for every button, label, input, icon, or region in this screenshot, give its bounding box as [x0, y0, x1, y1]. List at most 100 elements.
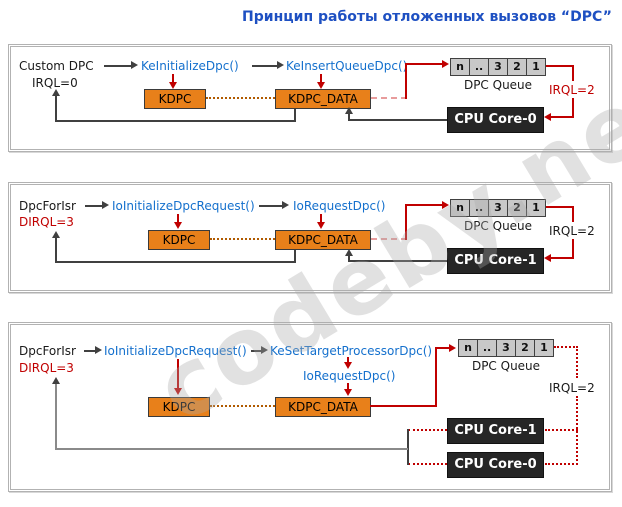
cpu-core-box: CPU Core-1 — [447, 248, 544, 274]
panel-dpcforisr-target — [8, 322, 612, 492]
flow-line — [177, 214, 179, 223]
flow-line — [294, 109, 296, 122]
arrow-down-icon — [169, 82, 177, 89]
flow-line — [405, 204, 442, 206]
dotted-flow-line — [554, 346, 578, 348]
queue-cell: 3 — [488, 58, 508, 76]
kdpc-data-box: KDPC_DATA — [275, 89, 371, 109]
dpc-queue: n .. 3 2 1 — [458, 339, 554, 357]
arrow-down-icon — [317, 82, 325, 89]
flow-line — [259, 205, 283, 207]
trigger-label: Custom DPC — [19, 59, 94, 73]
flow-line — [55, 448, 408, 450]
flow-line — [177, 359, 179, 389]
queue-cell: 2 — [507, 58, 527, 76]
flow-line — [348, 113, 350, 121]
api-call: IoInitializeDpcRequest() — [104, 344, 247, 358]
cpu-core-box: CPU Core-0 — [447, 107, 544, 133]
dashed-link-line — [371, 238, 407, 240]
cpu-core-box: CPU Core-1 — [447, 418, 544, 444]
cpu-core-box: CPU Core-0 — [447, 452, 544, 478]
queue-irql-label: IRQL=2 — [549, 381, 595, 395]
kdpc-data-box: KDPC_DATA — [275, 230, 371, 250]
kdpc-box: KDPC — [144, 89, 206, 109]
flow-line — [435, 347, 437, 407]
flow-line — [55, 120, 296, 122]
flow-line — [572, 206, 574, 222]
dotted-flow-line — [545, 429, 578, 431]
flow-line — [572, 65, 574, 81]
queue-cell: n — [458, 339, 478, 357]
api-call: IoInitializeDpcRequest() — [112, 199, 255, 213]
trigger-label: DpcForIsr — [19, 199, 76, 213]
arrow-right-icon — [442, 201, 449, 209]
irql-label: DIRQL=3 — [19, 361, 74, 375]
flow-line — [551, 257, 574, 259]
flow-line — [348, 255, 350, 262]
dpc-queue: n .. 3 2 1 — [450, 58, 546, 76]
flow-line — [320, 214, 322, 223]
flow-line — [347, 383, 349, 390]
queue-label: DPC Queue — [471, 359, 541, 373]
flow-line — [172, 74, 174, 83]
flow-line — [572, 98, 574, 118]
arrow-up-icon — [52, 231, 60, 238]
arrow-right-icon — [449, 344, 456, 352]
dotted-flow-line — [545, 463, 578, 465]
queue-label: DPC Queue — [463, 219, 533, 233]
flow-line — [294, 250, 296, 263]
arrow-down-icon — [317, 222, 325, 229]
queue-cell: .. — [477, 339, 497, 357]
flow-line — [405, 63, 442, 65]
flow-line — [85, 205, 103, 207]
queue-cell: 2 — [515, 339, 535, 357]
arrow-down-icon — [174, 222, 182, 229]
dotted-link-line — [210, 238, 275, 240]
dpc-queue: n .. 3 2 1 — [450, 199, 546, 217]
kdpc-box: KDPC — [148, 230, 210, 250]
dotted-link-line — [206, 97, 275, 99]
irql-label: DIRQL=3 — [19, 215, 74, 229]
panel-custom-dpc — [8, 44, 612, 152]
arrow-right-icon — [95, 346, 102, 354]
flow-line — [55, 261, 296, 263]
arrow-up-icon — [52, 377, 60, 384]
queue-cell: 1 — [526, 58, 546, 76]
queue-cell: n — [450, 58, 470, 76]
flow-line — [370, 405, 437, 407]
trigger-label: DpcForIsr — [19, 344, 76, 358]
dotted-flow-line — [408, 463, 447, 465]
dashed-link-line — [371, 97, 407, 99]
flow-line — [350, 260, 447, 262]
arrow-right-icon — [131, 61, 138, 69]
queue-irql-label: IRQL=2 — [549, 83, 595, 97]
dotted-flow-line — [408, 429, 447, 431]
queue-cell: n — [450, 199, 470, 217]
arrow-up-icon — [345, 107, 353, 114]
flow-line — [252, 65, 278, 67]
arrow-right-icon — [282, 201, 289, 209]
arrow-right-icon — [442, 60, 449, 68]
api-call: KeInitializeDpc() — [141, 59, 239, 73]
queue-cell: 1 — [534, 339, 554, 357]
queue-cell: .. — [469, 199, 489, 217]
flow-line — [104, 65, 132, 67]
arrow-down-icon — [174, 388, 182, 395]
queue-label: DPC Queue — [463, 78, 533, 92]
flow-line — [405, 204, 407, 240]
arrow-right-icon — [102, 201, 109, 209]
api-call: KeInsertQueueDpc() — [286, 59, 408, 73]
panel-dpcforisr — [8, 182, 612, 293]
api-call: KeSetTargetProcessorDpc() — [270, 344, 433, 358]
flow-line — [405, 63, 407, 99]
arrow-left-icon — [544, 113, 551, 121]
arrow-right-icon — [261, 346, 268, 354]
queue-cell: 3 — [496, 339, 516, 357]
flow-line — [320, 74, 322, 83]
arrow-left-icon — [544, 254, 551, 262]
arrow-right-icon — [277, 61, 284, 69]
flow-line — [84, 350, 96, 352]
dotted-link-line — [210, 405, 275, 407]
page-title: Принцип работы отложенных вызовов “DPC” — [242, 9, 612, 25]
flow-line — [435, 347, 450, 349]
